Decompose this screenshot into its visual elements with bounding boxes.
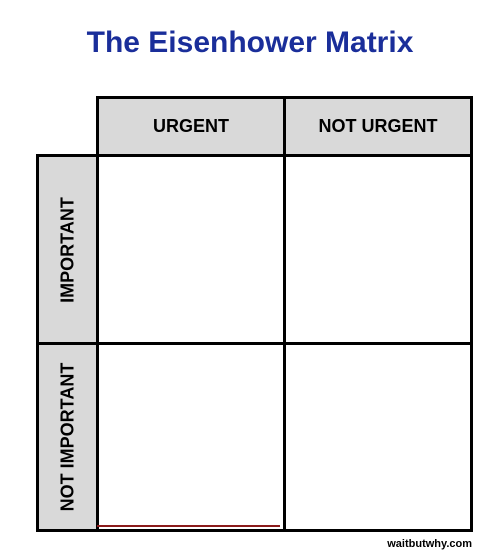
row-header-not-important: NOT IMPORTANT	[36, 342, 99, 532]
bottom-accent-line	[97, 525, 280, 527]
row-label-not-important: NOT IMPORTANT	[57, 362, 77, 512]
source-credit: waitbutwhy.com	[387, 538, 472, 550]
quadrant-not-urgent-not-important	[283, 342, 473, 532]
page-title: The Eisenhower Matrix	[86, 26, 414, 59]
quadrant-urgent-important	[96, 154, 286, 345]
quadrant-not-urgent-important	[283, 154, 473, 345]
row-label-important: IMPORTANT	[57, 196, 77, 303]
quadrant-urgent-not-important	[96, 342, 286, 532]
column-header-urgent: URGENT	[96, 96, 286, 157]
column-header-not-urgent: NOT URGENT	[283, 96, 473, 157]
row-header-important: IMPORTANT	[36, 154, 99, 345]
